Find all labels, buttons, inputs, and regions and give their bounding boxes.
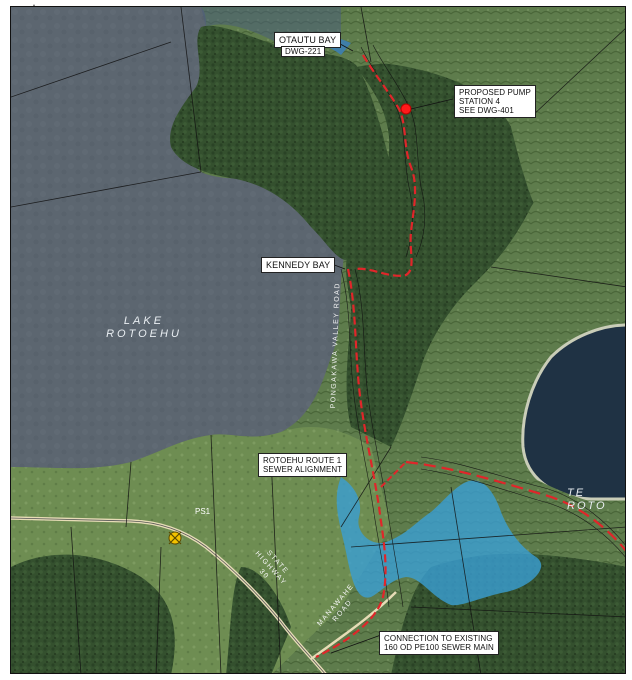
lake-te-rotoma (522, 325, 625, 499)
label-route-alignment: ROTOEHU ROUTE 1 SEWER ALIGNMENT (258, 453, 348, 477)
map-canvas[interactable] (11, 7, 626, 674)
sewer-route-map[interactable]: OTAUTU BAY DWG-221 PROPOSED PUMP STATION… (10, 6, 626, 674)
manawahe-road (310, 591, 397, 661)
wetland-area (336, 477, 542, 606)
lake-rotoehu (11, 7, 344, 469)
label-kennedy-bay: KENNEDY BAY (261, 257, 336, 273)
sewer-alignment-north (355, 54, 417, 277)
label-pump-station: PROPOSED PUMP STATION 4 SEE DWG-401 (454, 85, 536, 118)
forest-east (346, 63, 546, 447)
forest-peninsula (170, 25, 394, 261)
sewer-alignment-main (315, 268, 387, 658)
label-dwg-221: DWG-221 (281, 46, 326, 57)
label-te-rotoma: TE ROTO (567, 487, 607, 512)
label-lake-rotoehu: LAKE ROTOEHU (106, 315, 182, 340)
pump-station-marker-icon (400, 103, 412, 115)
sewer-alignment-east (405, 460, 625, 552)
label-connection: CONNECTION TO EXISTING 160 OD PE100 SEWE… (379, 631, 499, 655)
ps1-marker-icon (168, 531, 182, 545)
label-ps1: PS1 (195, 507, 211, 516)
